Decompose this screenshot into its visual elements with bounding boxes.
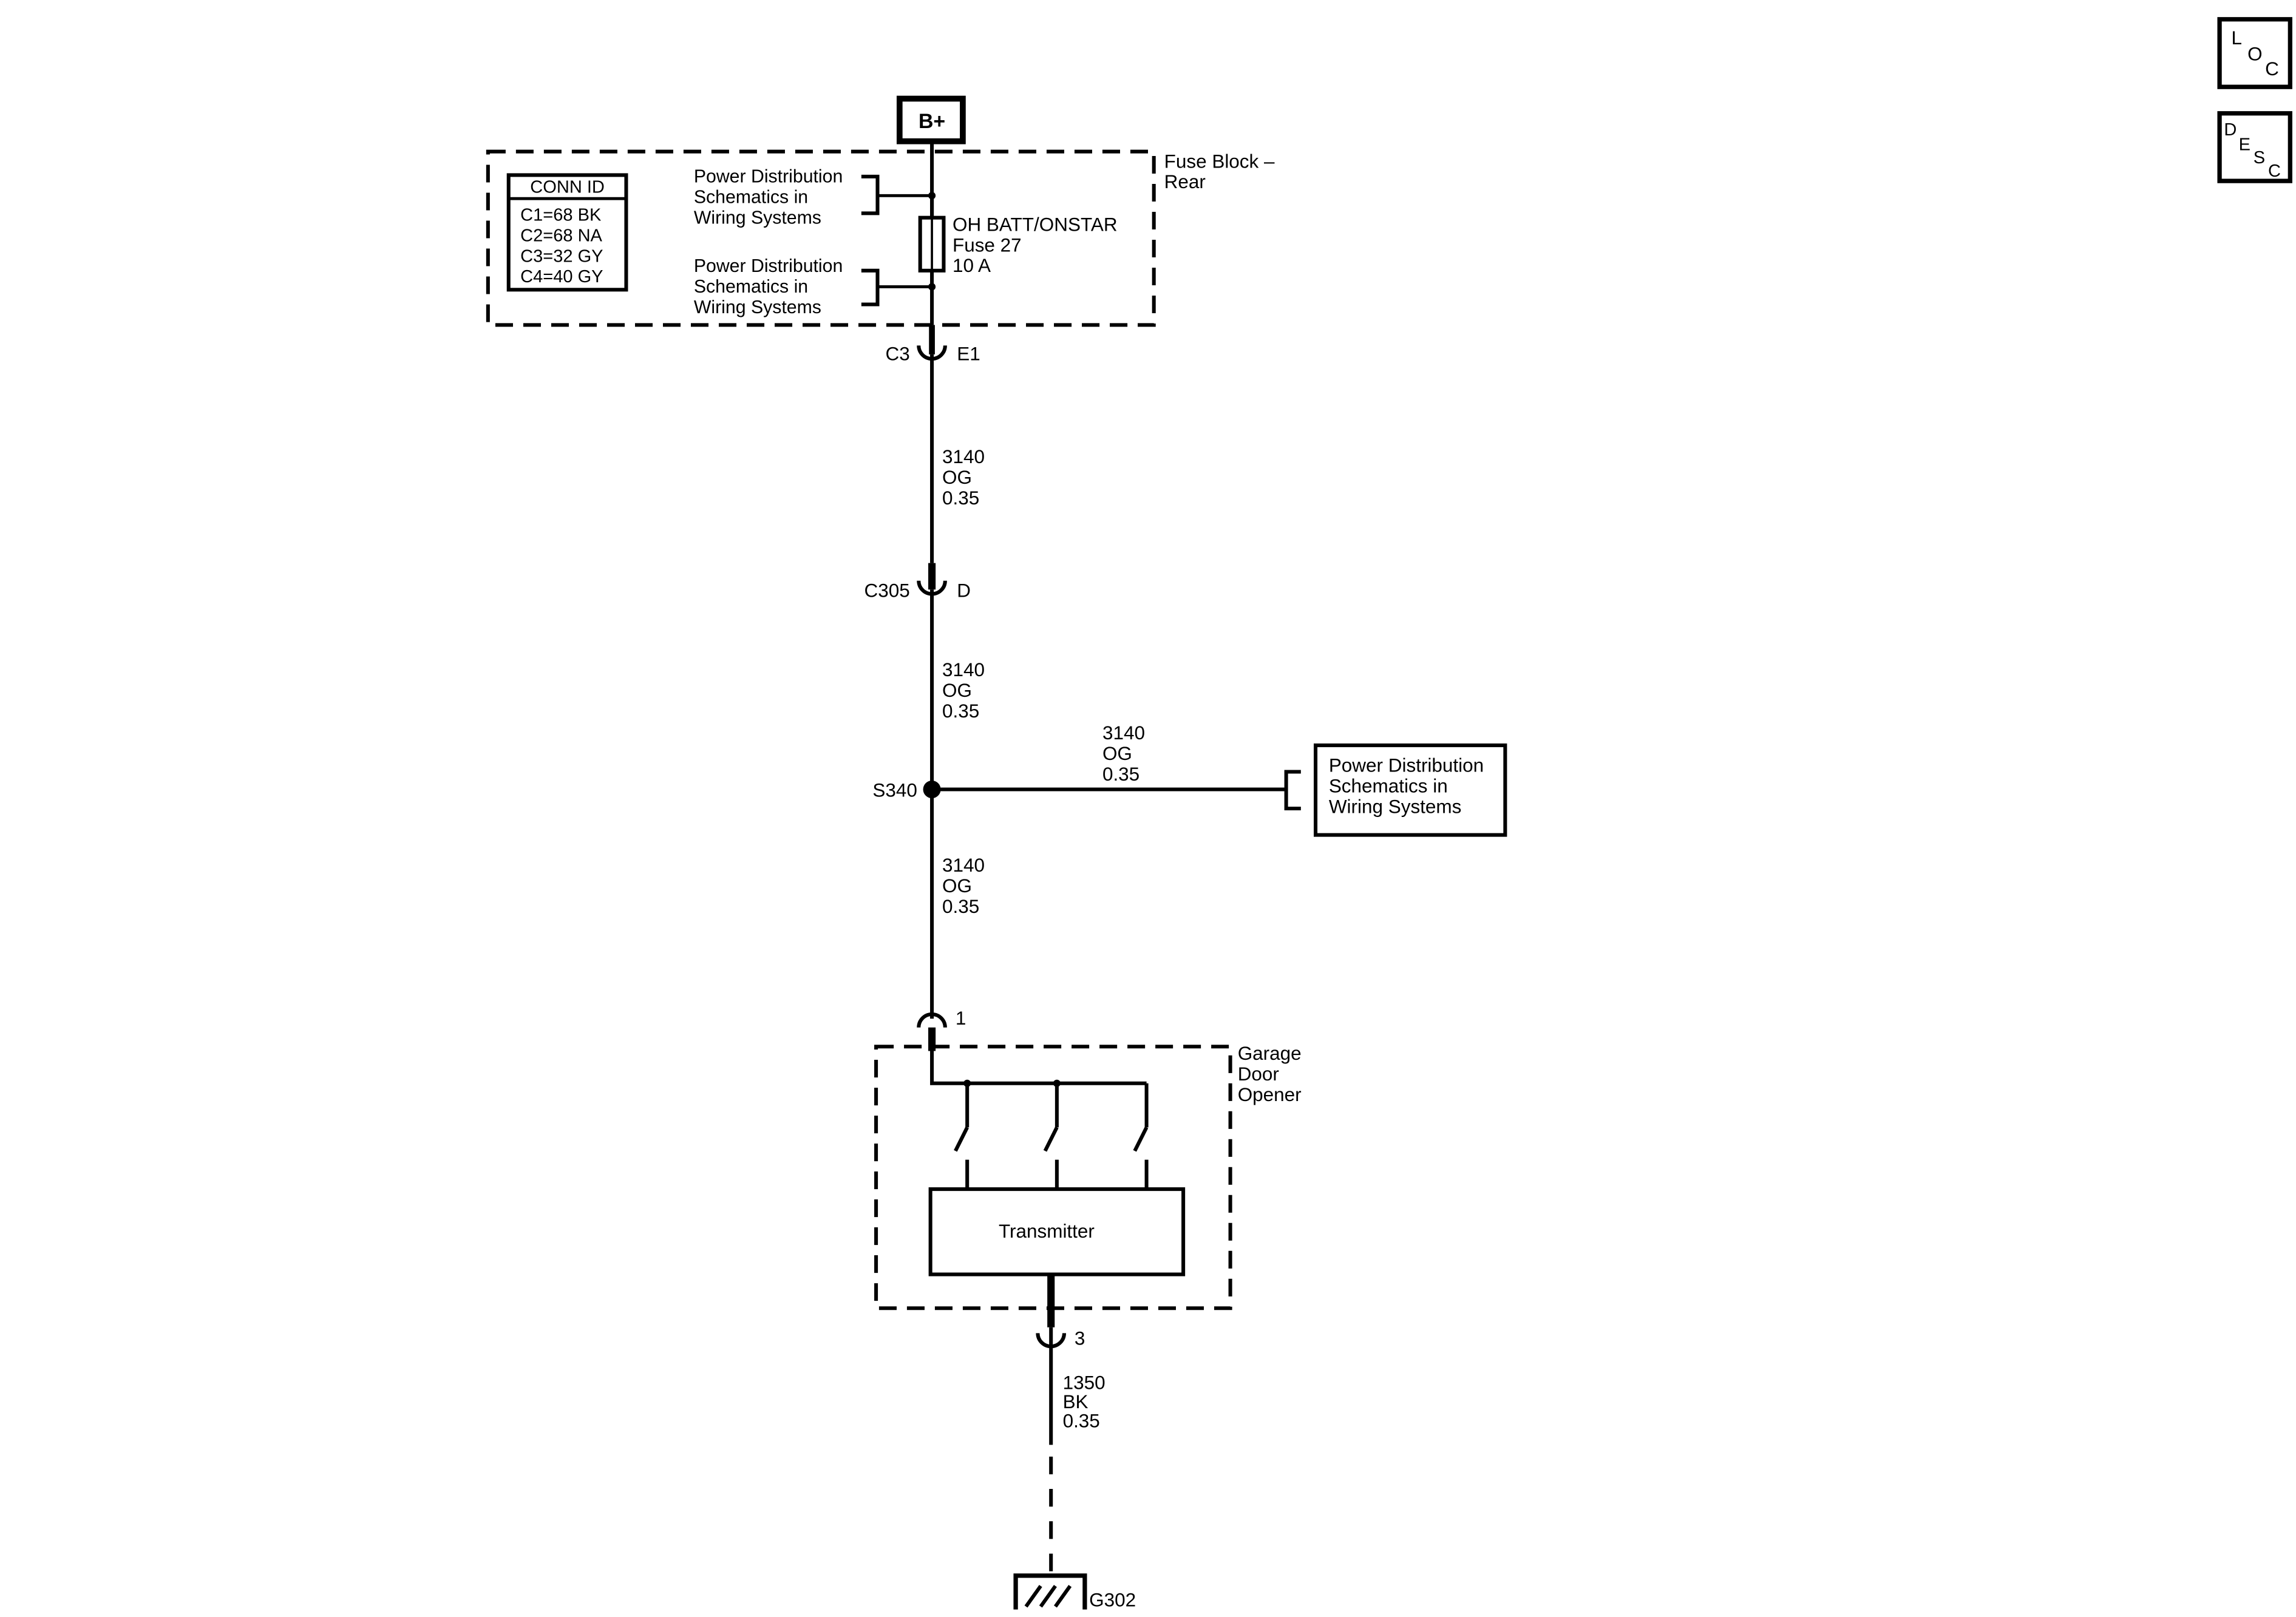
splice-label: S340	[872, 780, 917, 801]
conn-id-row: C3=32 GY	[520, 246, 603, 266]
connector-pin-3: 3	[1036, 1328, 1085, 1349]
power-distribution-ref-top[interactable]: Power Distribution Schematics in Wiring …	[694, 167, 936, 228]
fuse-name: OH BATT/ONSTAR	[953, 214, 1118, 235]
fuse-block-title-line1: Fuse Block –	[1164, 151, 1275, 172]
battery-positive-source: B+	[896, 95, 966, 144]
garage-door-opener: Garage Door Opener Transmitter	[874, 1043, 1302, 1327]
b-plus-label: B+	[919, 110, 945, 133]
connector-label: C3	[886, 344, 910, 365]
svg-text:Wiring Systems: Wiring Systems	[694, 297, 821, 317]
opener-button-switch-3	[1133, 1083, 1149, 1190]
ground-label: G302	[1089, 1590, 1136, 1611]
connector-pin-label: E1	[957, 344, 980, 365]
connector-label: C305	[864, 580, 910, 601]
svg-text:1350: 1350	[1063, 1372, 1106, 1393]
conn-id-row: C2=68 NA	[520, 226, 602, 245]
svg-text:0.35: 0.35	[1102, 764, 1140, 785]
power-distribution-ref-box[interactable]: Power Distribution Schematics in Wiring …	[1313, 743, 1507, 837]
svg-text:Schematics in: Schematics in	[694, 187, 808, 207]
svg-text:L: L	[2231, 27, 2242, 49]
loc-icon[interactable]: L O C	[2217, 17, 2292, 89]
svg-text:OG: OG	[1102, 743, 1132, 764]
conn-id-header: CONN ID	[530, 177, 605, 197]
svg-text:3140: 3140	[942, 855, 985, 876]
opener-button-switch-1	[954, 1083, 970, 1190]
svg-text:O: O	[2247, 44, 2262, 65]
wire-label-2: 3140 OG 0.35	[942, 659, 985, 722]
ref-box-bracket	[1284, 770, 1301, 811]
wire-label-ground: 1350 BK 0.35	[1063, 1372, 1106, 1431]
internal-bus	[930, 1051, 1147, 1085]
svg-text:C: C	[2268, 161, 2281, 181]
conn-id-row: C4=40 GY	[520, 267, 603, 286]
svg-text:0.35: 0.35	[942, 700, 979, 722]
svg-text:Wiring Systems: Wiring Systems	[1329, 796, 1462, 817]
svg-text:OG: OG	[942, 875, 972, 897]
svg-text:3140: 3140	[1102, 722, 1145, 744]
svg-text:S: S	[2254, 148, 2265, 168]
transmitter-module: Transmitter	[928, 1187, 1186, 1276]
ground-g302: G302	[1013, 1573, 1136, 1611]
fuse-number: Fuse 27	[953, 234, 1022, 256]
conn-id-table: CONN ID C1=68 BK C2=68 NA C3=32 GY C4=40…	[506, 173, 628, 292]
desc-icon[interactable]: D E S C	[2217, 111, 2292, 183]
connector-c305-d: C305 D	[864, 563, 971, 601]
connector-pin-1: 1	[917, 1008, 966, 1051]
svg-text:E: E	[2239, 135, 2250, 154]
fuse-block-title-line2: Rear	[1164, 171, 1206, 192]
opener-button-switch-2	[1043, 1083, 1059, 1190]
svg-text:D: D	[2224, 120, 2237, 140]
fuse-27: OH BATT/ONSTAR Fuse 27 10 A	[918, 195, 1118, 325]
transmitter-label: Transmitter	[999, 1221, 1095, 1242]
svg-text:0.35: 0.35	[942, 896, 979, 917]
wire-label-3: 3140 OG 0.35	[942, 855, 985, 917]
svg-text:0.35: 0.35	[1063, 1410, 1100, 1431]
svg-text:0.35: 0.35	[942, 487, 979, 509]
garage-door-opener-title: Opener	[1238, 1084, 1302, 1105]
power-distribution-ref-bottom[interactable]: Power Distribution Schematics in Wiring …	[694, 256, 936, 317]
svg-text:3140: 3140	[942, 446, 985, 467]
garage-door-opener-title: Door	[1238, 1063, 1279, 1085]
svg-text:C: C	[2265, 58, 2279, 80]
conn-id-row: C1=68 BK	[520, 205, 602, 225]
svg-text:BK: BK	[1063, 1391, 1089, 1412]
svg-text:Power Distribution: Power Distribution	[1329, 754, 1484, 776]
svg-text:Power Distribution: Power Distribution	[694, 167, 843, 187]
pin-label: 3	[1075, 1328, 1085, 1349]
connector-c3-e1: C3 E1	[886, 325, 980, 365]
garage-door-opener-title: Garage	[1238, 1043, 1302, 1064]
connector-pin-label: D	[957, 580, 971, 601]
svg-text:Wiring Systems: Wiring Systems	[694, 208, 821, 228]
svg-text:3140: 3140	[942, 659, 985, 680]
svg-text:OG: OG	[942, 467, 972, 488]
svg-text:Schematics in: Schematics in	[694, 277, 808, 297]
svg-text:Power Distribution: Power Distribution	[694, 256, 843, 276]
fuse-block-rear: Fuse Block – Rear CONN ID C1=68 BK C2=68…	[486, 149, 1275, 327]
svg-text:Schematics in: Schematics in	[1329, 775, 1448, 796]
wire-label-1: 3140 OG 0.35	[942, 446, 985, 509]
wire-label-branch: 3140 OG 0.35	[1102, 722, 1145, 785]
pin-label: 1	[956, 1008, 966, 1029]
svg-text:OG: OG	[942, 680, 972, 701]
fuse-rating: 10 A	[953, 255, 991, 276]
